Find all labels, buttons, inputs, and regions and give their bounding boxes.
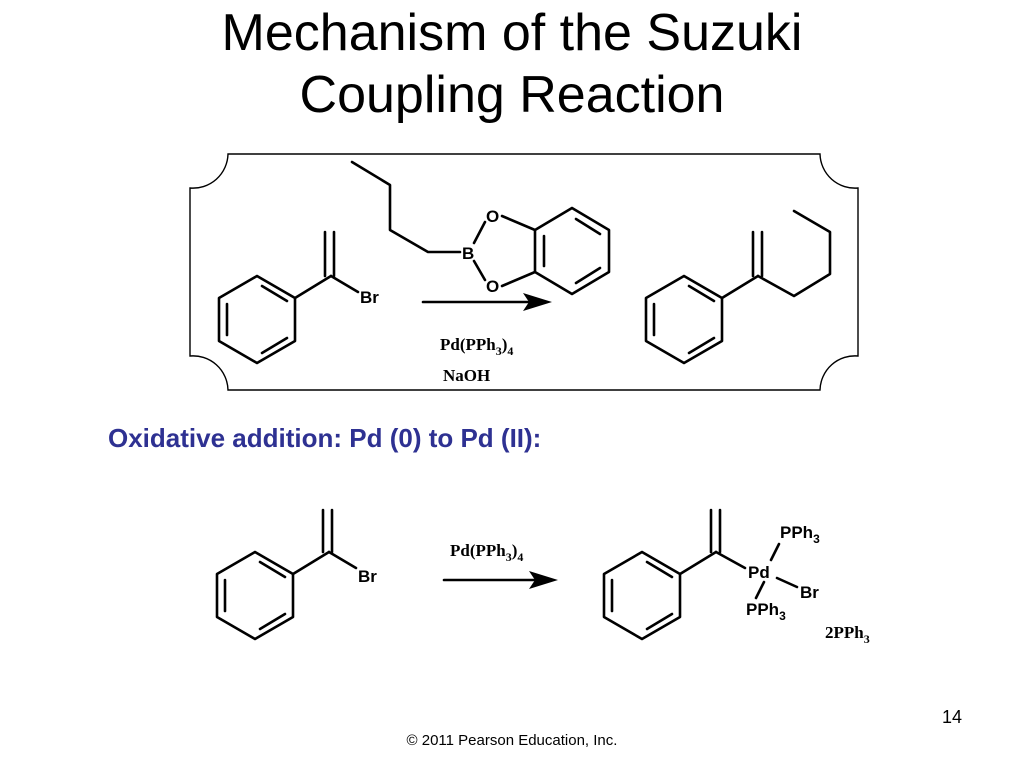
bromine-label-2: Br (358, 567, 377, 586)
catalyst-label-2: Pd(PPh3)4 (450, 541, 523, 564)
copyright-notice: © 2011 Pearson Education, Inc. (406, 732, 618, 749)
boron-label: B (462, 244, 474, 263)
product-bromine-label: Br (800, 583, 819, 602)
page-number: 14 (941, 707, 962, 727)
byproduct-label: 2PPh3 (825, 623, 870, 646)
section-heading: Oxidative addition: Pd (0) to Pd (II): (108, 423, 542, 453)
bromine-label: Br (360, 288, 379, 307)
reaction-arrow-1 (421, 293, 552, 311)
pph3-top-label: PPh3 (780, 523, 820, 546)
oxygen-bottom-label: O (486, 277, 499, 296)
reaction-arrow-2 (442, 571, 558, 589)
catalyst-label-1: Pd(PPh3)4 (440, 335, 513, 358)
title-line-1: Mechanism of the Suzuki (221, 4, 803, 62)
title-line-2: Coupling Reaction (299, 66, 725, 124)
pph3-bottom-label: PPh3 (746, 600, 786, 623)
vinyl-bromide-reactant: Br (217, 230, 379, 365)
vinyl-bromide-reactant-2: Br (215, 508, 377, 641)
base-label: NaOH (443, 366, 490, 385)
butyl-catecholborane: B O O (350, 160, 611, 296)
slide-title: Mechanism of the Suzuki Coupling Reactio… (0, 2, 1024, 126)
oxygen-top-label: O (486, 207, 499, 226)
coupled-product (644, 209, 832, 365)
reaction-frame (189, 153, 859, 391)
palladium-complex: Pd PPh3 Br PPh3 (602, 508, 820, 641)
palladium-label: Pd (748, 563, 770, 582)
